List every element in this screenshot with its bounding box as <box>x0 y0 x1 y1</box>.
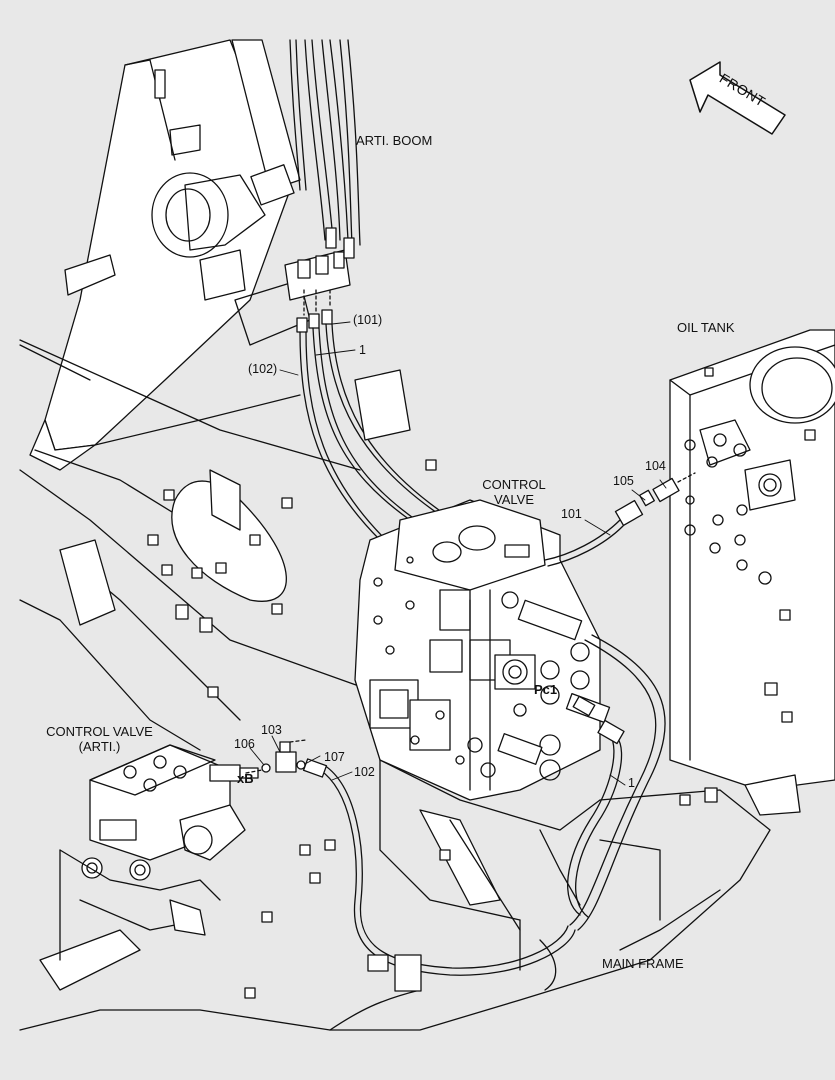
hose-101-to-tank <box>544 472 696 567</box>
main-frame <box>19 369 771 1031</box>
leader-lines <box>249 321 667 786</box>
oil-tank-label: OIL TANK <box>677 320 735 335</box>
hose-1-loop <box>567 634 666 931</box>
boom-structure <box>19 39 361 471</box>
control-valve-arti <box>39 744 263 991</box>
control-valve-arti-label-line2: (ARTI.) <box>78 738 121 754</box>
control-valve-label-line1: CONTROL <box>482 477 546 492</box>
front-arrow-icon <box>689 61 786 135</box>
arti-boom-label: ARTI. BOOM <box>356 133 433 148</box>
hose-102 <box>302 758 576 992</box>
control-valve-arti-label: CONTROL VALVE (ARTI.) <box>32 724 167 755</box>
part-number-105: 105 <box>613 474 634 488</box>
oil-tank <box>669 329 835 816</box>
part-number-106: 106 <box>234 737 255 751</box>
part-number-101-ref: (101) <box>353 313 383 327</box>
hoses-to-control-valve <box>299 323 447 541</box>
part-number-103: 103 <box>261 723 282 737</box>
part-number-1-upper: 1 <box>359 343 366 357</box>
boom-hydraulic-tubes <box>284 39 361 333</box>
bolt-blocks <box>147 459 718 999</box>
control-valve-arti-label-line1: CONTROL VALVE <box>46 724 153 739</box>
port-pc1-label: Pc1 <box>534 682 558 697</box>
part-number-107: 107 <box>324 750 345 764</box>
fittings-103-106-107 <box>261 739 307 773</box>
port-xb-label: xB <box>237 771 254 786</box>
control-valve-assembly <box>354 499 611 801</box>
control-valve-label: CONTROL VALVE <box>474 477 554 508</box>
main-frame-label: MAIN FRAME <box>602 956 684 971</box>
part-number-102: 102 <box>354 765 375 779</box>
part-number-104: 104 <box>645 459 666 473</box>
part-number-1-lower: 1 <box>628 776 635 790</box>
part-number-101: 101 <box>561 507 582 521</box>
part-number-102-ref: (102) <box>248 362 278 376</box>
control-valve-label-line2: VALVE <box>494 491 534 507</box>
